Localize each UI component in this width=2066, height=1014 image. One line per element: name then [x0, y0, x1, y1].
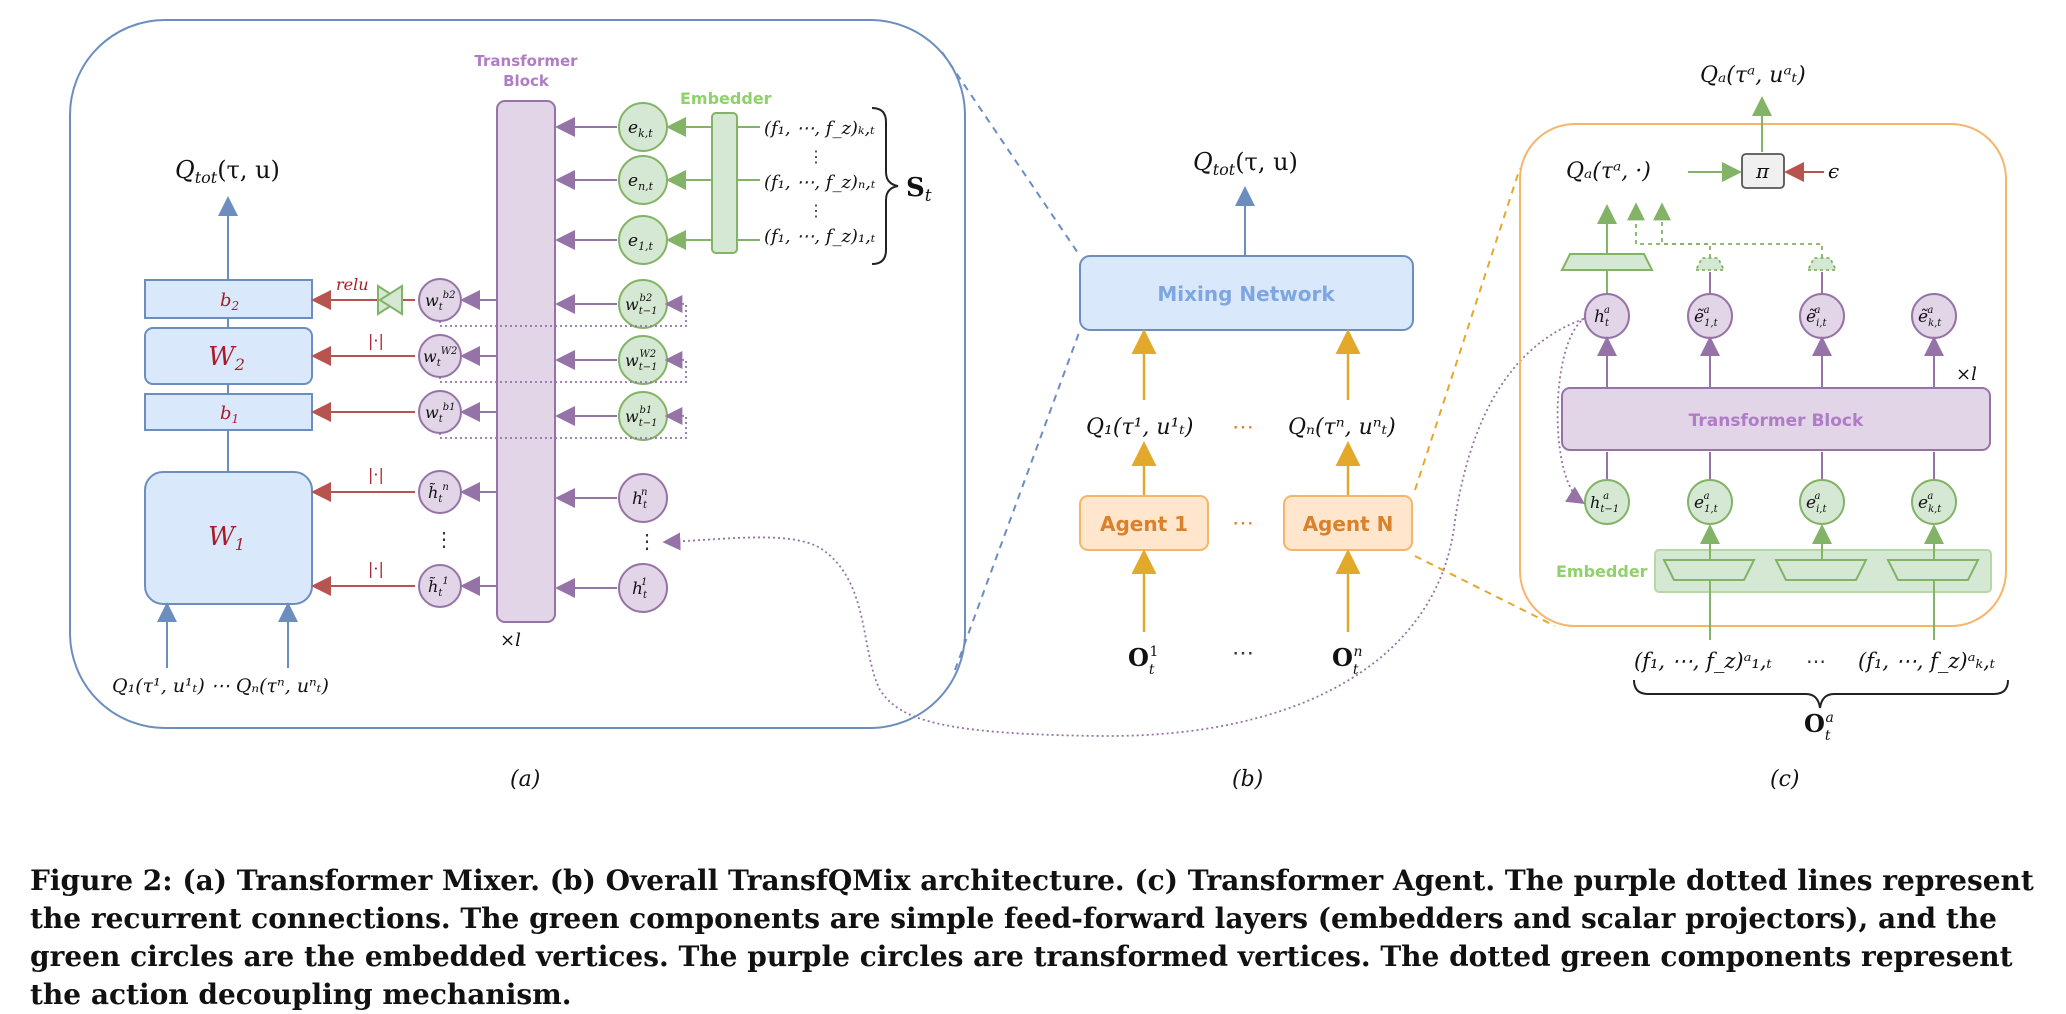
- transformed-vertex-hn: h̃tn: [418, 470, 462, 514]
- transformed-vertex-eia: ẽi,ta: [1799, 293, 1845, 339]
- b1-label: b1: [220, 403, 239, 426]
- qa-output-label: Qₐ(τᵃ, uᵃₜ): [1700, 63, 1806, 88]
- agent1-q-label: Q₁(τ¹, u¹ₜ): [1086, 415, 1193, 440]
- transformed-vertex-wb2: wtb2: [418, 278, 462, 322]
- zoom-line-c-top: [1414, 167, 1521, 491]
- recurrent-loop-b2: [439, 295, 687, 327]
- relu-label: relu: [336, 275, 369, 294]
- q-projector: [1560, 253, 1654, 271]
- W1-block: [144, 471, 313, 605]
- policy-label: π: [1755, 159, 1770, 183]
- transformed-hidden-ha: hta: [1584, 293, 1630, 339]
- embedder-c-label: Embedder: [1556, 562, 1648, 581]
- features-k-c: (f₁, ⋯, f_z)ᵃₖ,ₜ: [1858, 649, 1995, 673]
- embedded-vertex-e1a: e1,ta: [1687, 479, 1733, 525]
- epsilon-label: ϵ: [1828, 159, 1839, 183]
- obs-n: Otn: [1332, 643, 1363, 678]
- panel-a: Qtot(τ, u) b2 W2 b1 W1 Q₁(τ¹, u¹ₜ) ⋯ Qₙ(…: [69, 19, 966, 792]
- obs-a: Ota: [1804, 709, 1834, 744]
- panel-b-qtot-label: Qtot(τ, u): [1193, 148, 1298, 179]
- agentN-label: Agent N: [1303, 512, 1394, 536]
- times-l-a: ×l: [500, 630, 521, 651]
- svg-text:ht1: ht1: [632, 577, 648, 601]
- W2-label: W2: [208, 342, 245, 374]
- transformer-block-a-label-2: Block: [503, 72, 550, 90]
- recurrent-loop-w2: [439, 351, 687, 383]
- zoom-line-a-bottom: [954, 329, 1081, 671]
- zoom-line-c-bottom: [1414, 555, 1556, 627]
- embedded-vertex-e1: e1,t: [618, 215, 668, 265]
- transformer-block-c-label: Transformer Block: [1689, 411, 1864, 431]
- hidden-ellipsis-a: ⋮: [637, 529, 657, 553]
- agentN-q-label: Qₙ(τⁿ, uⁿₜ): [1288, 415, 1396, 440]
- embedded-vertex-ww2-prev: wt−1W2: [618, 335, 668, 385]
- transformer-block-c: [1561, 387, 1991, 451]
- panel-a-qtot-label: Qtot(τ, u): [175, 156, 280, 187]
- transformer-block-a-label-1: Transformer: [474, 52, 578, 70]
- architecture-figure: Qtot(τ, u) b2 W2 b1 W1 Q₁(τ¹, u¹ₜ) ⋯ Qₙ(…: [69, 19, 2009, 792]
- b2-block: [144, 279, 313, 319]
- W1-label: W1: [208, 522, 245, 554]
- transformed-vertex-wb1: wtb1: [418, 390, 462, 434]
- qa-dot-label: Qₐ(τᵃ, ·): [1566, 159, 1651, 184]
- obs-ellipsis: ⋯: [1232, 641, 1254, 666]
- abs-label-w1: |·|: [368, 559, 384, 578]
- panel-a-frame: [69, 19, 966, 729]
- embedded-vertex-en: en,t: [618, 155, 668, 205]
- embedded-vertex-ek: ek,t: [618, 102, 668, 152]
- figure-caption: Figure 2: (a) Transformer Mixer. (b) Ove…: [30, 862, 2040, 1014]
- embedded-vertex-wb1-prev: wt−1b1: [618, 391, 668, 441]
- features-n: (f₁, ⋯, f_z)ₙ,ₜ: [764, 172, 876, 193]
- transformed-vertex-eka: ẽk,ta: [1911, 293, 1957, 339]
- transformer-block-a: [496, 100, 556, 623]
- obs-1: Ot1: [1128, 643, 1158, 678]
- panel-c: Qₐ(τᵃ, uᵃₜ) Qₐ(τᵃ, ·) π ϵ hta ẽ1,ta ẽi,t…: [1519, 63, 2009, 792]
- times-l-c: ×l: [1956, 364, 1977, 385]
- panel-b: Qtot(τ, u) Mixing Network Q₁(τ¹, u¹ₜ) ⋯ …: [1079, 148, 1414, 792]
- abs-label-wn: |·|: [368, 465, 384, 484]
- q-ellipsis: ⋯: [1232, 415, 1254, 440]
- panel-a-inputs: Q₁(τ¹, u¹ₜ) ⋯ Qₙ(τⁿ, uⁿₜ): [112, 675, 329, 697]
- caption-lead: Figure 2:: [30, 864, 173, 897]
- b1-block: [144, 393, 313, 431]
- embedder-a: [711, 112, 738, 254]
- transformed-vertex-ww2: wtW2: [418, 334, 462, 378]
- svg-text:htn: htn: [632, 487, 648, 511]
- transformed-vertex-h1: h̃t1: [418, 564, 462, 608]
- state-brace: [871, 107, 899, 265]
- hidden-state-h1: ht1: [618, 563, 668, 613]
- panel-c-label: (c): [1770, 767, 1800, 792]
- obs-brace: [1633, 679, 2009, 709]
- zoom-line-a-top: [941, 51, 1081, 257]
- features-1-c: (f₁, ⋯, f_z)ᵃ₁,ₜ: [1634, 649, 1772, 673]
- decoupled-projector-2: [1806, 257, 1838, 271]
- panel-b-label: (b): [1232, 767, 1263, 792]
- embedded-vertex-eia: ei,ta: [1799, 479, 1845, 525]
- mixing-network-block: [1079, 255, 1414, 331]
- embedder-a-label: Embedder: [680, 89, 772, 108]
- embedded-vertex-wb2-prev: wt−1b2: [618, 279, 668, 329]
- embedded-vertex-eka: ek,ta: [1911, 479, 1957, 525]
- agent-ellipsis: ⋯: [1232, 511, 1254, 536]
- features-k: (f₁, ⋯, f_z)ₖ,ₜ: [764, 118, 875, 139]
- features-dots-2: ⋮: [808, 201, 824, 220]
- panel-a-label: (a): [510, 767, 540, 792]
- features-ellipsis-c: ⋯: [1806, 649, 1826, 673]
- agent1-label: Agent 1: [1100, 512, 1188, 536]
- vertex-ellipsis-a: ⋮: [434, 527, 454, 551]
- state-label: St: [906, 173, 932, 206]
- b2-label: b2: [220, 290, 239, 313]
- hidden-state-prev: ht−1a: [1584, 479, 1630, 525]
- features-1: (f₁, ⋯, f_z)₁,ₜ: [764, 226, 876, 247]
- recurrent-loop-b1: [439, 407, 687, 439]
- mixing-network-label: Mixing Network: [1157, 282, 1335, 306]
- decoupled-projector-1: [1694, 257, 1726, 271]
- abs-label-w2: |·|: [368, 331, 384, 350]
- hidden-state-hn: htn: [618, 473, 668, 523]
- transformed-vertex-e1a: ẽ1,ta: [1687, 293, 1733, 339]
- svg-text:hta: hta: [1594, 305, 1610, 329]
- features-dots-1: ⋮: [808, 147, 824, 166]
